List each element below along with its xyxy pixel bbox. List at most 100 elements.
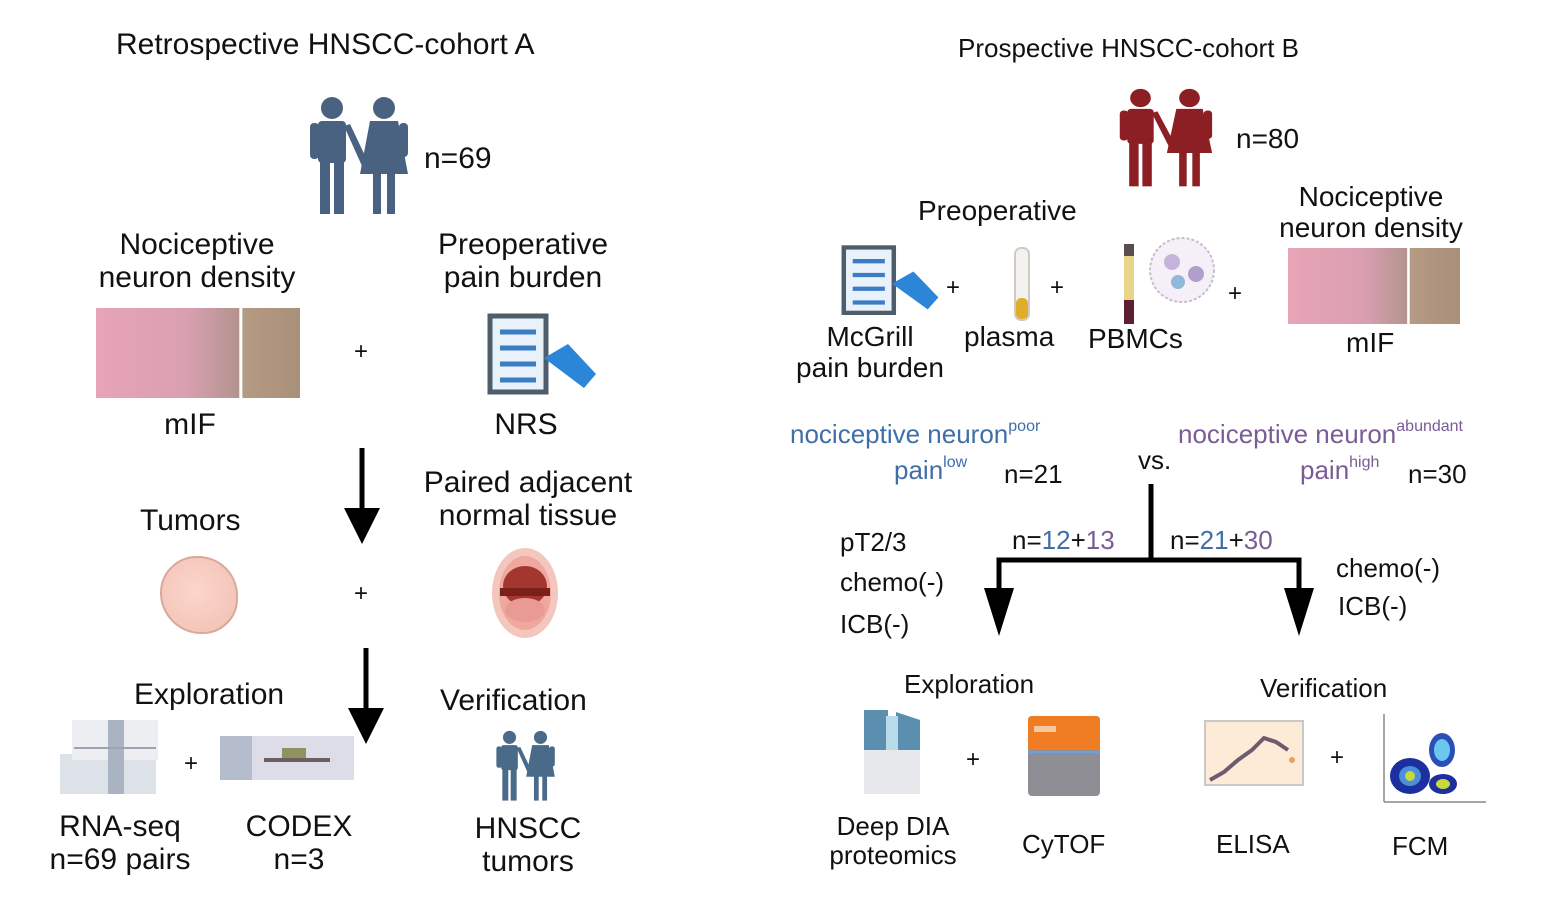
cytof-instrument-icon <box>1028 716 1100 796</box>
neuron-density-b-line1: Nociceptive <box>1298 181 1444 212</box>
flow-arrow <box>348 648 384 744</box>
left-branch-high-n: 13 <box>1085 525 1115 555</box>
plus-sign: + <box>966 746 981 773</box>
criterion-icb-right: ICB(-) <box>1338 591 1408 621</box>
left-branch-prefix: n= <box>1012 525 1042 555</box>
arrow-head-left <box>984 588 1014 636</box>
adjacent-tissue-label-line2: normal tissue <box>438 499 618 532</box>
group-high-line2: painhigh <box>1300 454 1380 485</box>
elisa-chart-icon <box>1204 720 1304 786</box>
patients-couple-icon <box>310 97 408 214</box>
rnaseq-label-line1: RNA-seq <box>59 810 181 843</box>
mcgill-label: McGrill pain burden <box>788 321 952 384</box>
criterion-chemo-right: chemo(-) <box>1336 553 1441 583</box>
mif-label: mIF <box>164 408 216 441</box>
cohort-b-title: Prospective HNSCC-cohort B <box>958 33 1299 63</box>
plus-sign: + <box>1330 744 1345 771</box>
cohort-a-n: n=69 <box>424 142 492 175</box>
rnaseq-label-line2: n=69 pairs <box>49 843 191 876</box>
codex-label: CODEX n=3 <box>232 810 366 876</box>
neuron-density-label: Nociceptive neuron density <box>80 228 314 294</box>
questionnaire-icon <box>487 313 596 395</box>
adjacent-tissue-label-line1: Paired adjacent <box>423 466 633 499</box>
verification-label-b: Verification <box>1260 673 1388 703</box>
group-low-n: n=21 <box>1004 459 1063 489</box>
right-branch-prefix: n= <box>1170 525 1200 555</box>
plasma-label: plasma <box>964 321 1055 352</box>
pain-burden-label-line1: Preoperative <box>437 228 609 261</box>
left-branch-plus: + <box>1070 525 1086 555</box>
right-branch-low-n: 21 <box>1199 525 1229 555</box>
adjacent-tissue-label: Paired adjacent normal tissue <box>400 466 656 532</box>
mif-tissue-image <box>1288 248 1460 324</box>
flow-arrow <box>344 448 380 544</box>
left-branch-n: n=12+13 <box>1012 526 1115 555</box>
branch-arrows <box>984 484 1314 636</box>
group-high-pain: pain <box>1300 455 1350 485</box>
vs-label: vs. <box>1138 445 1172 475</box>
group-low-text: nociceptive neuron <box>790 419 1009 449</box>
pbmcs-label: PBMCs <box>1088 323 1183 354</box>
codex-instrument-icon <box>220 736 354 780</box>
hnscc-label-line1: HNSCC <box>474 812 582 845</box>
neuron-density-label-line2: neuron density <box>98 261 296 294</box>
criterion-icb: ICB(-) <box>840 609 910 639</box>
deep-dia-label-line2: proteomics <box>829 839 957 870</box>
preoperative-label: Preoperative <box>918 195 1077 226</box>
hnscc-tumors-label: HNSCC tumors <box>446 812 610 878</box>
patients-couple-icon <box>1119 88 1213 187</box>
group-high-sup: abundant <box>1396 418 1463 435</box>
plus-sign: + <box>1050 274 1065 301</box>
arrow-head-right <box>1284 588 1314 636</box>
rnaseq-label: RNA-seq n=69 pairs <box>30 810 210 876</box>
mcgill-label-line2: pain burden <box>796 351 944 383</box>
group-high-n: n=30 <box>1408 459 1467 489</box>
right-branch-plus: + <box>1228 525 1244 555</box>
group-low-pain: pain <box>894 455 944 485</box>
pbmc-icon <box>1124 237 1215 324</box>
deep-dia-label: Deep DIA proteomics <box>818 812 968 869</box>
sequencer-icon <box>60 720 158 794</box>
mif-label-b: mIF <box>1346 327 1395 358</box>
plus-sign: + <box>184 750 199 777</box>
plasma-tube-icon <box>1014 247 1030 321</box>
exploration-label-b: Exploration <box>904 669 1035 699</box>
cytof-label: CyTOF <box>1022 829 1106 859</box>
mouth-tissue-icon <box>492 548 558 638</box>
flow-cytometry-plot-icon <box>1383 714 1486 803</box>
criterion-pt: pT2/3 <box>840 527 907 557</box>
left-branch-low-n: 12 <box>1041 525 1071 555</box>
hnscc-label-line2: tumors <box>482 845 574 878</box>
fcm-label: FCM <box>1392 831 1449 861</box>
questionnaire-icon <box>841 245 939 315</box>
plus-sign: + <box>354 338 369 365</box>
cohort-a-title: Retrospective HNSCC-cohort A <box>116 28 535 61</box>
exploration-label-a: Exploration <box>134 678 285 711</box>
mif-tissue-image <box>96 308 300 398</box>
cohort-b-n: n=80 <box>1236 123 1300 154</box>
group-high-pain-sup: high <box>1349 454 1380 471</box>
deep-dia-label-line1: Deep DIA <box>836 811 950 841</box>
group-high-line1: nociceptive neuronabundant <box>1178 418 1463 449</box>
pain-burden-label-line2: pain burden <box>443 261 603 294</box>
elisa-label: ELISA <box>1216 829 1290 859</box>
plus-sign: + <box>1228 280 1243 307</box>
codex-label-line1: CODEX <box>245 810 353 843</box>
neuron-density-label-b: Nociceptive neuron density <box>1268 181 1474 244</box>
group-low-line1: nociceptive neuronpoor <box>790 418 1041 449</box>
mcgill-label-line1: McGrill <box>826 321 914 352</box>
criterion-chemo: chemo(-) <box>840 567 945 597</box>
nrs-label: NRS <box>494 408 558 441</box>
group-high-text: nociceptive neuron <box>1178 419 1397 449</box>
group-low-sup: poor <box>1008 418 1041 435</box>
pain-burden-label: Preoperative pain burden <box>418 228 628 294</box>
codex-label-line2: n=3 <box>273 843 325 876</box>
plus-sign: + <box>946 274 961 301</box>
hnscc-patients-icon <box>496 730 555 801</box>
neuron-density-b-line2: neuron density <box>1279 211 1463 243</box>
verification-label-a: Verification <box>440 684 587 717</box>
mass-spectrometer-icon <box>864 710 920 794</box>
right-branch-n: n=21+30 <box>1170 526 1273 555</box>
tumor-icon <box>160 556 238 634</box>
plus-sign: + <box>354 580 369 607</box>
